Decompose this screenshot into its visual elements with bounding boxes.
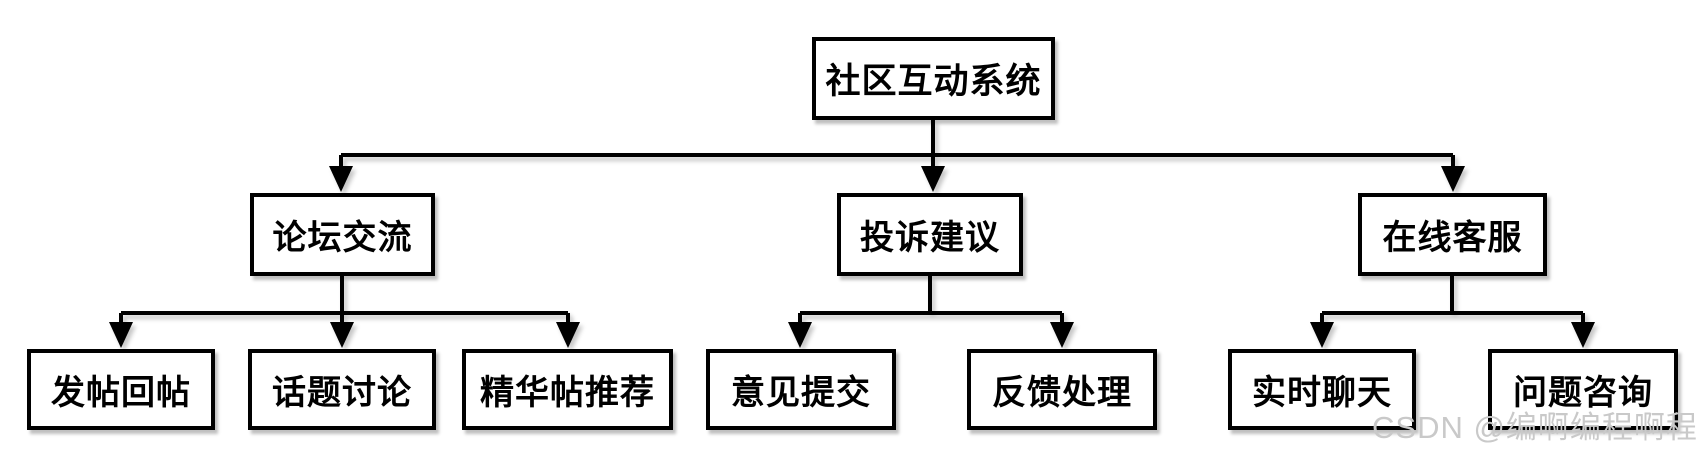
arrow-down-icon <box>109 322 133 348</box>
connector-lines <box>119 120 1585 326</box>
arrow-down-icon <box>1441 166 1465 192</box>
arrow-down-icon <box>556 322 580 348</box>
arrow-down-icon <box>1571 322 1595 348</box>
node-realtime-chat: 实时聊天 <box>1228 349 1416 430</box>
node-post-reply: 发帖回帖 <box>27 349 215 430</box>
node-topic-discussion: 话题讨论 <box>248 349 436 430</box>
node-feedback-handling: 反馈处理 <box>967 349 1157 430</box>
node-question-consult: 问题咨询 <box>1488 349 1678 430</box>
arrowheads <box>109 166 1595 348</box>
arrow-down-icon <box>921 166 945 192</box>
arrow-down-icon <box>1050 322 1074 348</box>
arrow-down-icon <box>1310 322 1334 348</box>
node-featured-post-recommend: 精华帖推荐 <box>462 349 673 430</box>
csdn-watermark: CSDN @编啊编程啊程 <box>1372 410 1698 445</box>
arrow-down-icon <box>788 322 812 348</box>
node-opinion-submission: 意见提交 <box>706 349 896 430</box>
node-root-community-system: 社区互动系统 <box>812 37 1055 120</box>
node-forum-exchange: 论坛交流 <box>250 193 435 276</box>
node-online-customer-service: 在线客服 <box>1358 193 1547 276</box>
arrow-down-icon <box>329 166 353 192</box>
node-complaints-suggestions: 投诉建议 <box>837 193 1023 276</box>
arrow-down-icon <box>330 322 354 348</box>
